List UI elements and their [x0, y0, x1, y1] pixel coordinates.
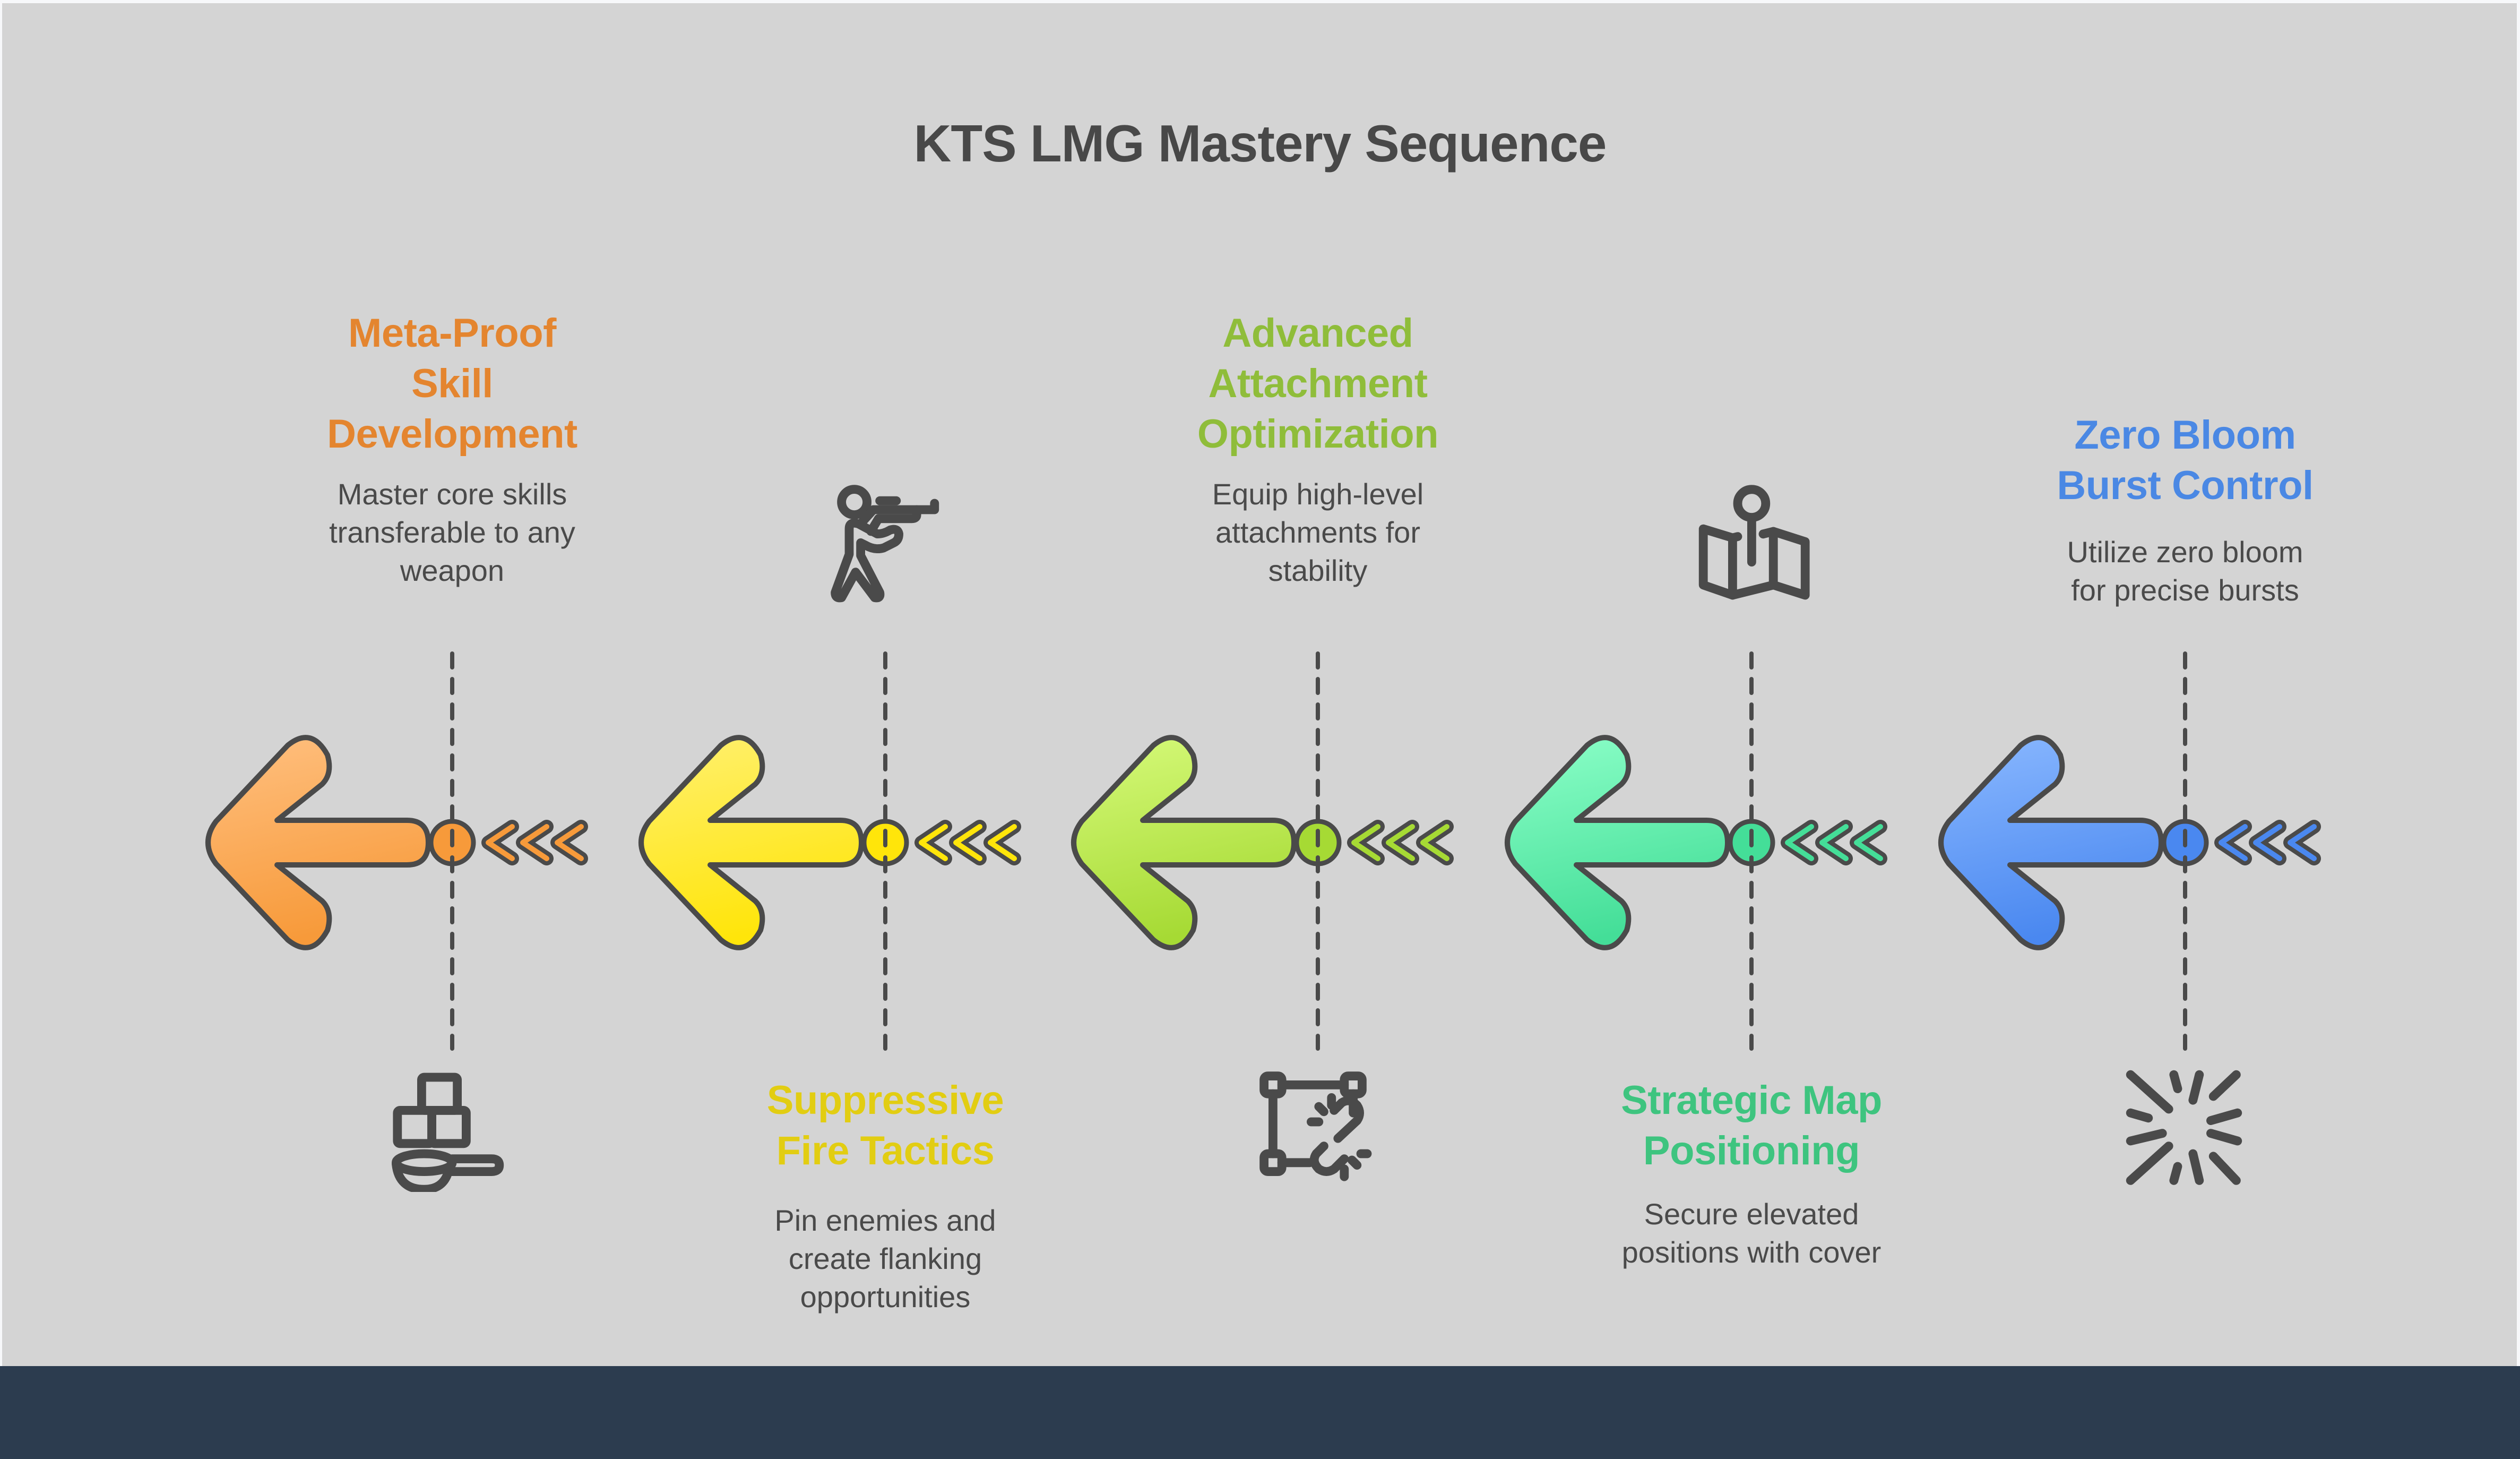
- stage-5-title: Zero Bloom Burst Control: [2057, 413, 2314, 508]
- stage-5: [1938, 651, 2321, 1051]
- chevron-left-icon: [2288, 824, 2317, 861]
- broken-link-frame-icon: [1253, 1065, 1380, 1192]
- stage-1: [205, 651, 588, 1051]
- stage-1-arrow: [205, 735, 431, 950]
- stage-4-text: Strategic Map Positioning Secure elevate…: [1539, 1075, 1964, 1272]
- chevron-left-icon: [2253, 824, 2282, 861]
- stage-5-text: Zero Bloom Burst Control Utilize zero bl…: [1973, 410, 2397, 610]
- diagram-background: [2, 3, 2517, 1366]
- stage-3-title: Advanced Attachment Optimization: [1197, 311, 1439, 457]
- stage-4-title: Strategic Map Positioning: [1621, 1078, 1882, 1173]
- stage-3-text: Advanced Attachment Optimization Equip h…: [1106, 308, 1530, 590]
- chevron-left-icon: [486, 824, 515, 861]
- stage-3-description: Equip high-level attachments for stabili…: [1212, 477, 1424, 587]
- chevron-left-icon: [2219, 824, 2248, 861]
- stage-4: [1505, 651, 1887, 1051]
- stage-1-description: Master core skills transferable to any w…: [329, 477, 575, 587]
- diagram-title: KTS LMG Mastery Sequence: [913, 114, 1607, 173]
- stage-3-arrow: [1071, 735, 1297, 950]
- chevron-left-icon: [1420, 824, 1449, 861]
- stage-2-title: Suppressive Fire Tactics: [766, 1078, 1004, 1173]
- stage-1-text: Meta-Proof Skill Development Master core…: [240, 308, 664, 590]
- footer-band: [0, 1366, 2520, 1459]
- stage-4-description: Secure elevated positions with cover: [1621, 1197, 1882, 1269]
- chevron-left-icon: [919, 824, 948, 861]
- stage-4-arrow: [1505, 735, 1730, 950]
- chevron-left-icon: [1351, 824, 1380, 861]
- chevron-left-icon: [953, 824, 982, 861]
- chevron-left-icon: [1819, 824, 1849, 861]
- stage-2-text: Suppressive Fire Tactics Pin enemies and…: [673, 1075, 1098, 1316]
- chevron-left-icon: [520, 824, 549, 861]
- stage-1-title: Meta-Proof Skill Development: [327, 311, 577, 457]
- chevron-left-icon: [555, 824, 584, 861]
- chevron-left-icon: [988, 824, 1017, 861]
- rifleman-icon: [817, 478, 945, 605]
- stage-2-arrow: [638, 735, 864, 950]
- stage-2: [638, 651, 1021, 1051]
- stage-5-arrow: [1938, 735, 2164, 950]
- chevron-left-icon: [1785, 824, 1814, 861]
- measuring-scoop-blocks-icon: [382, 1065, 510, 1194]
- stage-2-description: Pin enemies and create flanking opportun…: [774, 1204, 996, 1314]
- stage-5-description: Utilize zero bloom for precise bursts: [2067, 535, 2303, 607]
- chevron-left-icon: [1854, 824, 1883, 861]
- stage-3: [1071, 651, 1454, 1051]
- chevron-left-icon: [1386, 824, 1415, 861]
- burst-icon: [2120, 1065, 2248, 1192]
- map-pin-icon: [1687, 480, 1814, 608]
